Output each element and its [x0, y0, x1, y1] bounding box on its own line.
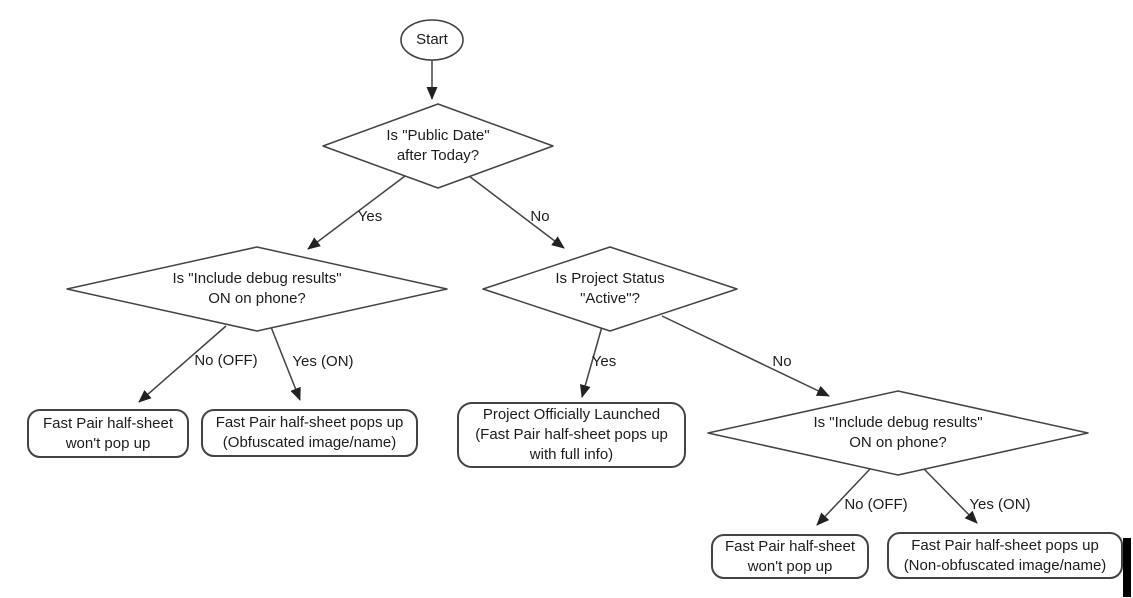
arrow-no-to-project-status: [468, 175, 565, 249]
arrow-yes-to-launched: [579, 322, 604, 398]
edge-label-no-public-date: No: [530, 208, 550, 225]
arrow-yes-to-debug-left: [307, 175, 406, 250]
edge-label-no-off-left: No (OFF): [194, 352, 258, 369]
result-obfuscated-label: Fast Pair half-sheet pops up (Obfuscated…: [215, 414, 404, 451]
arrow-no-off-to-no-popup-left: [138, 325, 227, 403]
text-caret: [1123, 538, 1131, 597]
decision-public-date: [322, 103, 554, 189]
result-box-obfuscated: [201, 409, 418, 457]
result-no-popup-left-label: Fast Pair half-sheet won't pop up: [42, 414, 174, 452]
decision-public-date-label: Is "Public Date" after Today?: [386, 127, 490, 164]
result-box-launched: [457, 402, 686, 468]
start-node-label: Start: [416, 31, 448, 48]
result-non-obfuscated-label: Fast Pair half-sheet pops up (Non-obfusc…: [903, 536, 1107, 574]
edge-label-yes-project-status: Yes: [591, 353, 617, 370]
decision-debug-right: [707, 390, 1089, 476]
arrow-yes-on-to-obfuscated: [270, 326, 301, 401]
result-box-no-popup-left: [27, 409, 189, 458]
arrow-yes-on-to-non-obfuscated: [923, 468, 978, 524]
decision-debug-left-label: Is "Include debug results" ON on phone?: [172, 270, 342, 307]
result-box-no-popup-right: [711, 534, 869, 579]
decision-debug-left: [66, 246, 448, 332]
arrow-no-off-to-no-popup-right: [816, 468, 871, 526]
edge-label-yes-public-date: Yes: [357, 208, 383, 225]
decision-project-status-label: Is Project Status "Active"?: [555, 270, 665, 307]
result-box-non-obfuscated: [887, 532, 1123, 579]
arrow-no-to-debug-right: [661, 315, 830, 397]
result-launched-label: Project Officially Launched (Fast Pair h…: [475, 406, 668, 463]
edge-label-no-project-status: No: [772, 353, 792, 370]
edge-label-yes-on-left: Yes (ON): [292, 353, 354, 370]
start-node: [400, 19, 464, 61]
edge-label-no-off-right: No (OFF): [844, 496, 908, 513]
decision-debug-right-label: Is "Include debug results" ON on phone?: [813, 414, 983, 451]
decision-project-status: [482, 246, 738, 332]
result-no-popup-right-label: Fast Pair half-sheet won't pop up: [724, 537, 856, 575]
edge-label-yes-on-right: Yes (ON): [969, 496, 1031, 513]
